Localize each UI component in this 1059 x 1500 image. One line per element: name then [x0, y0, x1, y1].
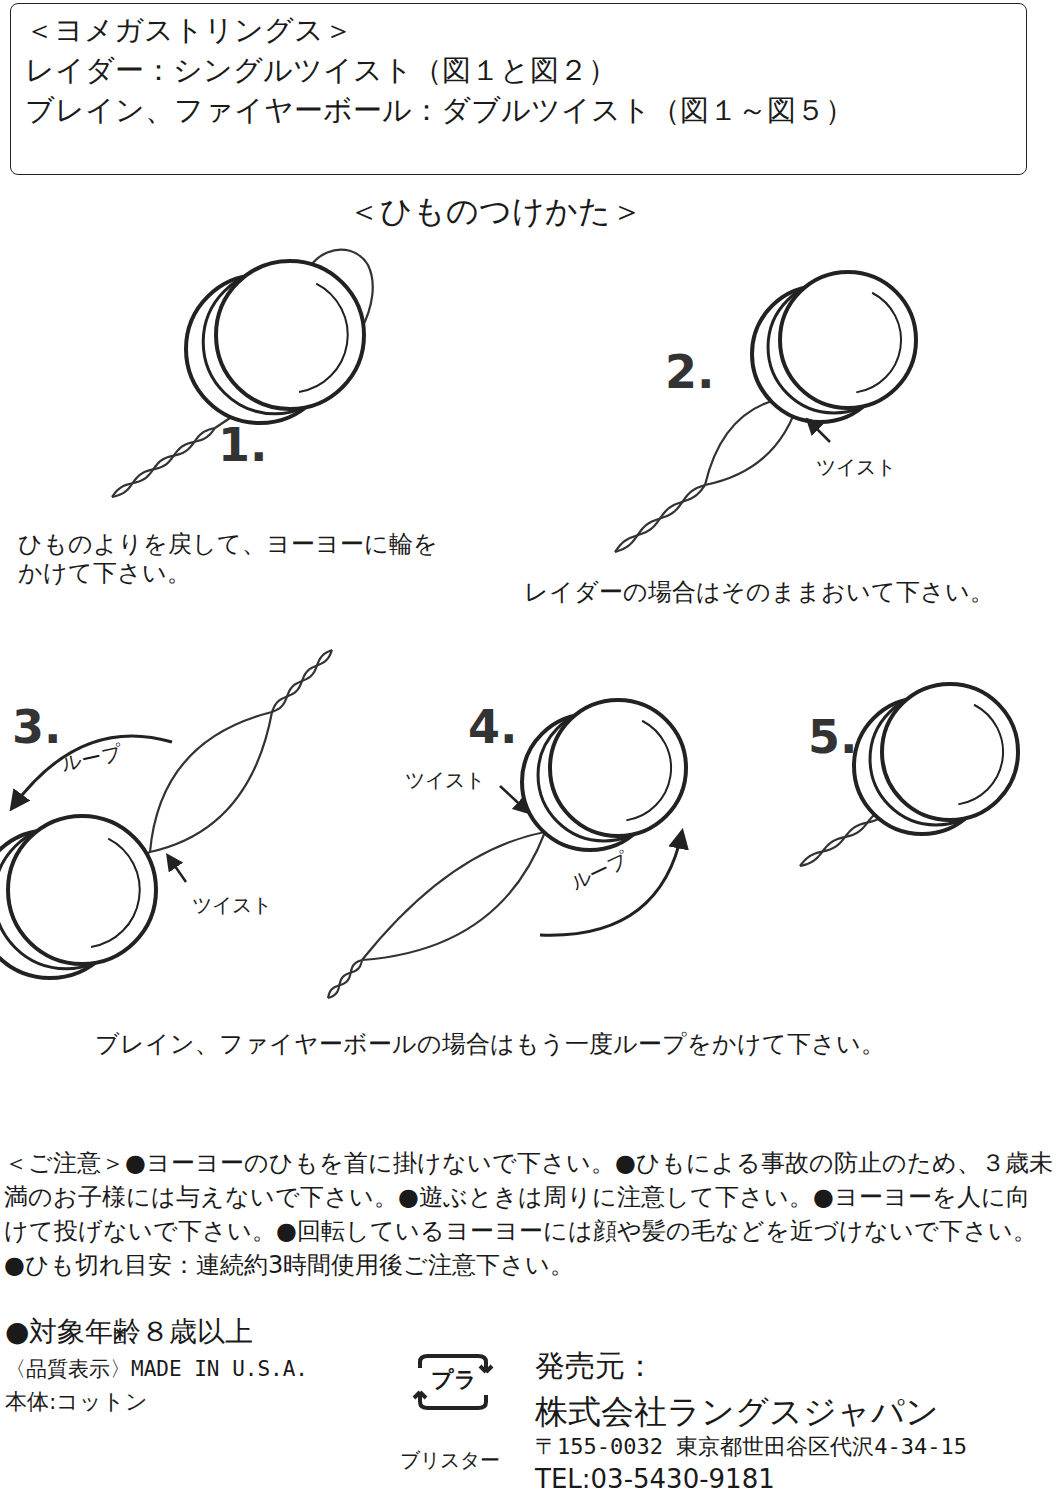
info-box: ＜ヨメガストリングス＞レイダー：シングルツイスト（図１と図２）ブレイン、ファイヤ… [10, 3, 1027, 175]
recycle-label: ブリスター [400, 1448, 500, 1472]
pointer-arrow [808, 420, 830, 442]
box-line: ブレイン、ファイヤーボール：ダブルツイスト（図１～図５） [25, 90, 1012, 130]
yoyo [522, 700, 686, 850]
company-name: 株式会社ラングスジャパン [535, 1392, 939, 1432]
callout-label: ツイスト [192, 893, 272, 917]
yoyo-inner-ring [626, 721, 671, 821]
seller-heading: 発売元： [535, 1348, 655, 1384]
yoyo-front-disc [882, 684, 1018, 820]
yoyo-inner-ring [856, 293, 901, 393]
recycle-mark-text: プラ [431, 1367, 477, 1393]
yoyo-front-disc [8, 816, 156, 964]
yoyo-front-disc [550, 700, 686, 836]
yoyo-inner-ring [958, 705, 1003, 805]
pointer-arrow [168, 856, 186, 882]
yoyo [0, 816, 156, 978]
twisted-string [328, 960, 362, 998]
box-heading: ＜ヨメガストリングス＞ [25, 10, 1012, 50]
yoyo [854, 684, 1018, 834]
instruction-text: ブレイン、ファイヤーボールの場合はもう一度ループをかけて下さい。 [95, 1030, 885, 1059]
box-line: レイダー：シングルツイスト（図１と図２） [25, 50, 1012, 90]
telephone: TEL:03-5430-9181 [535, 1464, 775, 1495]
twisted-string [615, 485, 705, 552]
twisted-string [272, 650, 332, 712]
figure-number: 5. [808, 710, 857, 765]
string [362, 832, 545, 960]
twisted-string [272, 650, 332, 712]
address: 〒155-0032 東京都世田谷区代沢4-34-15 [535, 1434, 967, 1460]
callout-label: ループ [567, 848, 632, 895]
twisted-string [112, 428, 215, 497]
section-title: ＜ひものつけかた＞ [348, 192, 643, 230]
age-note: ●対象年齢８歳以上 [5, 1315, 253, 1349]
figure-number: 2. [665, 345, 714, 400]
callout-label: ループ [60, 740, 124, 776]
quality-note: 〈品質表示〉MADE IN U.S.A. [5, 1357, 308, 1382]
pointer-arrow [500, 786, 528, 812]
string [362, 832, 545, 960]
string [150, 712, 272, 852]
twisted-string [615, 485, 705, 552]
instruction-text: レイダーの場合はそのままおいて下さい。 [524, 578, 994, 607]
callout-label: ツイスト [816, 455, 896, 479]
yoyo [186, 261, 364, 423]
caution-note: ＜ご注意＞●ヨーヨーのひもを首に掛けないで下さい。●ひもによる事故の防止のため、… [4, 1146, 1054, 1282]
loop-arrow [540, 832, 682, 935]
callout-label: ツイスト [405, 768, 485, 792]
figure-number: 1. [218, 418, 267, 473]
recycle-mark [414, 1356, 492, 1408]
twisted-string [112, 428, 215, 497]
yoyo-group [0, 261, 1018, 978]
figure-number: 4. [468, 700, 517, 755]
instruction-text: ひものよりを戻して、ヨーヨーに輪をかけて下さい。 [18, 530, 438, 588]
yoyo-front-disc [780, 272, 916, 408]
string [150, 712, 272, 852]
yoyo-inner-ring [91, 839, 140, 947]
yoyo-front-disc [216, 261, 364, 409]
material-note: 本体:コットン [5, 1389, 148, 1415]
figure-number: 3. [12, 700, 61, 755]
yoyo [752, 272, 916, 422]
yoyo-inner-ring [299, 284, 348, 392]
arrows [12, 420, 830, 935]
string-drawing [110, 250, 935, 998]
twisted-string [328, 960, 362, 998]
